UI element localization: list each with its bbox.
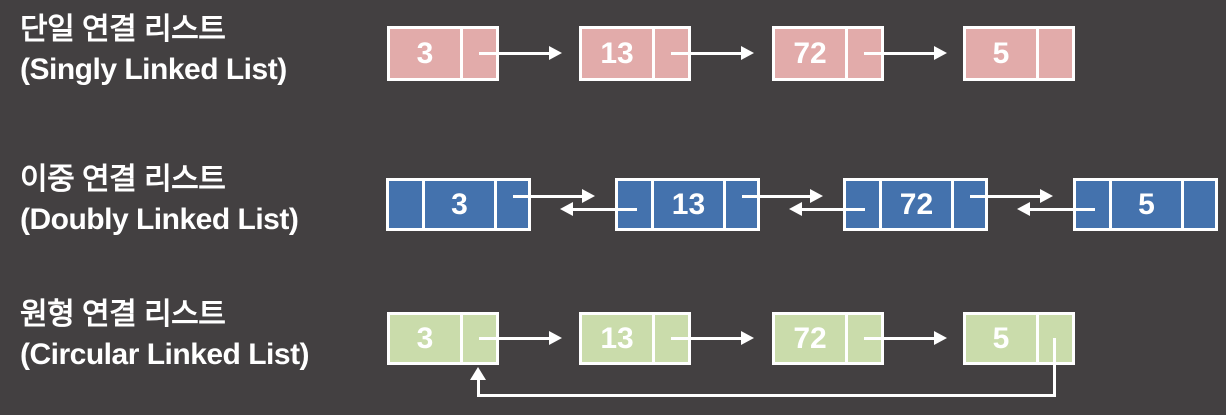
- circular-return-line-down: [1053, 338, 1056, 397]
- doubly-list-label-ko: 이중 연결 리스트: [20, 163, 226, 196]
- prev-pointer-cell: [1076, 181, 1109, 228]
- data-cell: 5: [966, 315, 1036, 362]
- next-arrow-line: [513, 195, 582, 198]
- doubly-node-4: 5: [1073, 178, 1218, 231]
- next-arrow-head-icon: [741, 46, 754, 60]
- next-arrow-head-icon: [810, 189, 823, 203]
- circular-node-4: 5: [963, 312, 1075, 365]
- prev-pointer-cell: [846, 181, 879, 228]
- next-arrow-line: [479, 337, 549, 340]
- next-arrow-line: [671, 337, 741, 340]
- singly-node-3: 72: [772, 26, 884, 81]
- next-arrow-head-icon: [741, 331, 754, 345]
- circular-return-arrow-head-icon: [470, 367, 486, 380]
- next-arrow-line: [970, 195, 1040, 198]
- data-cell: 5: [1111, 181, 1182, 228]
- prev-arrow-line: [1030, 208, 1095, 211]
- next-pointer-cell: [1184, 181, 1215, 228]
- circular-return-line-bottom: [477, 394, 1056, 397]
- prev-arrow-head-icon: [1017, 202, 1030, 216]
- circular-list-label: 원형 연결 리스트 (Circular Linked List): [20, 295, 310, 375]
- data-cell: 3: [424, 181, 495, 228]
- doubly-node-1: 3: [386, 178, 531, 231]
- data-cell: 13: [582, 315, 652, 362]
- next-arrow-head-icon: [549, 331, 562, 345]
- singly-list-label-ko: 단일 연결 리스트: [20, 13, 226, 46]
- next-arrow-line: [479, 52, 549, 55]
- next-pointer-cell: [954, 181, 985, 228]
- prev-arrow-line: [802, 208, 865, 211]
- circular-return-line-up: [477, 379, 480, 397]
- singly-node-4: 5: [963, 26, 1075, 81]
- next-arrow-line: [864, 337, 934, 340]
- data-cell: 3: [390, 29, 460, 78]
- singly-list-label-en: (Singly Linked List): [20, 53, 287, 86]
- next-arrow-line: [742, 195, 810, 198]
- next-pointer-cell: [726, 181, 757, 228]
- circular-list-label-en: (Circular Linked List): [20, 338, 310, 371]
- prev-pointer-cell: [389, 181, 422, 228]
- next-arrow-head-icon: [549, 46, 562, 60]
- data-cell: 72: [775, 29, 845, 78]
- next-arrow-head-icon: [1040, 189, 1053, 203]
- doubly-node-3: 72: [843, 178, 988, 231]
- data-cell: 3: [390, 315, 460, 362]
- doubly-list-label: 이중 연결 리스트 (Doubly Linked List): [20, 160, 299, 240]
- next-arrow-line: [864, 52, 934, 55]
- prev-arrow-line: [573, 208, 637, 211]
- next-arrow-head-icon: [582, 189, 595, 203]
- circular-list-label-ko: 원형 연결 리스트: [20, 298, 226, 331]
- data-cell: 5: [966, 29, 1036, 78]
- singly-list-label: 단일 연결 리스트 (Singly Linked List): [20, 10, 287, 90]
- doubly-list-label-en: (Doubly Linked List): [20, 203, 299, 236]
- next-pointer-cell: [497, 181, 528, 228]
- prev-arrow-head-icon: [560, 202, 573, 216]
- prev-pointer-cell: [618, 181, 651, 228]
- data-cell: 13: [582, 29, 652, 78]
- data-cell: 13: [653, 181, 724, 228]
- doubly-node-2: 13: [615, 178, 760, 231]
- prev-arrow-head-icon: [789, 202, 802, 216]
- data-cell: 72: [775, 315, 845, 362]
- next-arrow-head-icon: [934, 46, 947, 60]
- next-arrow-line: [671, 52, 741, 55]
- next-pointer-cell: [1039, 29, 1072, 78]
- data-cell: 72: [881, 181, 952, 228]
- next-arrow-head-icon: [934, 331, 947, 345]
